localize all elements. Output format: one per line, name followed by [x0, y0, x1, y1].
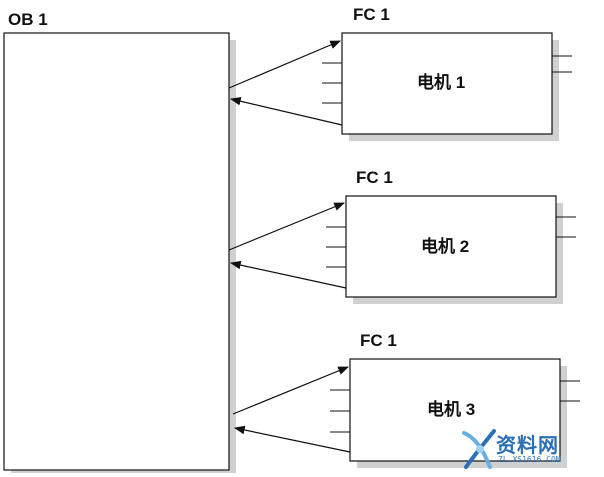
fc-name-3: 电机 3: [427, 400, 476, 419]
ob-label: OB 1: [8, 10, 48, 29]
fc-block-1-box: [341, 32, 553, 135]
call-arrow-2: [228, 202, 345, 251]
fc-name-2: 电机 2: [421, 237, 470, 256]
return-arrow-2: [229, 260, 347, 289]
watermark-main: 资料网: [496, 433, 559, 457]
call-arrow-1: [228, 40, 341, 89]
watermark-logo: 资料网 ZL.XS1616.COM: [460, 427, 600, 473]
fc-block-2: [326, 195, 576, 304]
fc-title-1: FC 1: [353, 5, 390, 24]
fc-title-2: FC 1: [356, 168, 393, 187]
fc-block-1: [322, 32, 572, 141]
fc-name-1: 电机 1: [417, 73, 466, 92]
return-arrow-1: [229, 97, 343, 126]
ob-block: [3, 32, 230, 471]
fc-title-3: FC 1: [360, 331, 397, 350]
fc-block-3-box: [349, 358, 561, 462]
xs-logo-icon: [462, 429, 496, 469]
return-arrow-3: [233, 425, 351, 453]
call-arrow-3: [232, 366, 349, 415]
fc-block-3: [330, 358, 580, 468]
watermark-sub: ZL.XS1616.COM: [498, 455, 561, 464]
fc-block-2-box: [345, 195, 557, 298]
